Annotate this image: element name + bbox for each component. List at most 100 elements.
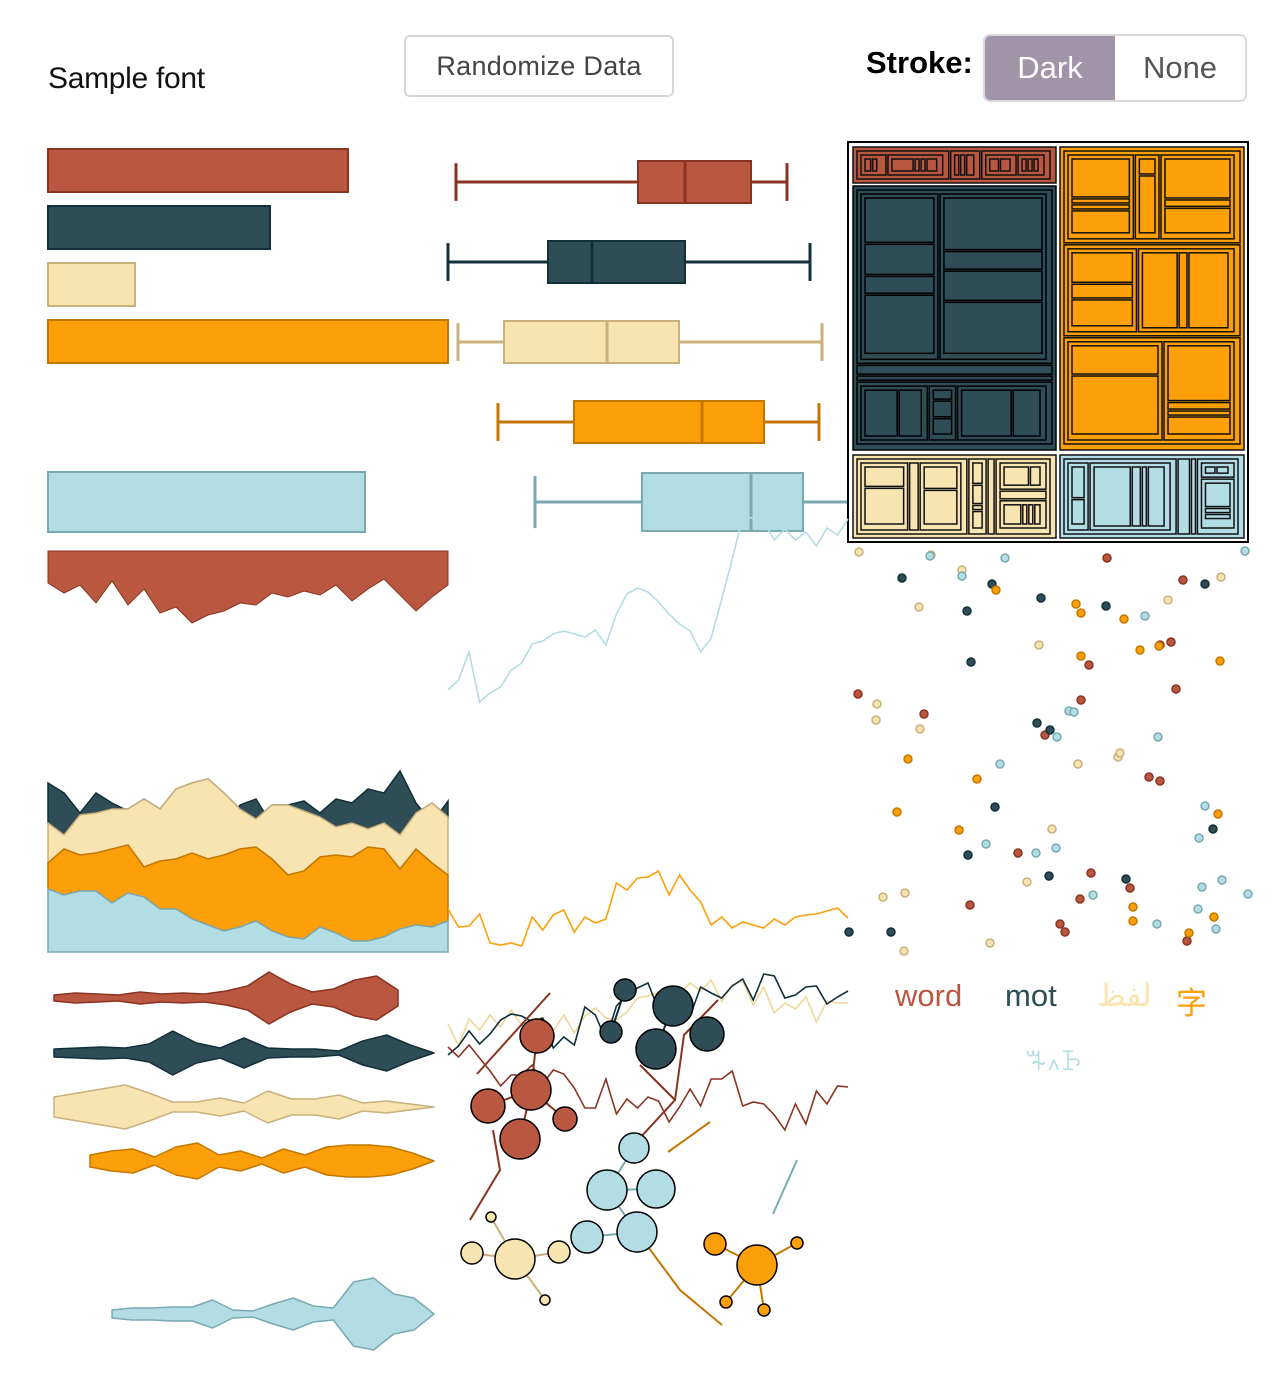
scatter-point-slate	[897, 573, 907, 583]
sample-font-label: Sample font	[48, 62, 205, 95]
treemap-cell-orange	[1138, 175, 1156, 234]
word-slate: mot	[1005, 978, 1057, 1013]
scatter-point-lightblue	[1051, 843, 1061, 853]
scatter-point-lightblue	[1211, 924, 1221, 934]
network-node-cream	[460, 1241, 484, 1265]
scatter-point-red	[1125, 883, 1135, 893]
network-node-lightblue	[616, 1211, 658, 1253]
scatter-plot	[844, 546, 1253, 956]
scatter-point-red	[1155, 776, 1165, 786]
scatter-point-cream	[900, 888, 910, 898]
treemap-cell-lightblue	[1177, 458, 1191, 535]
treemap-cell-orange	[1167, 345, 1231, 402]
treemap-cell-lightblue	[1204, 507, 1231, 514]
bar-chart	[47, 148, 449, 533]
treemap-cell-lightblue	[1141, 466, 1148, 527]
stroke-option-dark[interactable]: Dark	[985, 36, 1115, 100]
treemap-cell-cream	[972, 510, 983, 529]
box-plot	[446, 160, 848, 532]
network-node-cream	[547, 1240, 571, 1264]
treemap-cell-lightblue	[1071, 466, 1085, 499]
treemap-cell-red	[959, 154, 966, 176]
network-node-cream	[539, 1294, 551, 1306]
word-orange: 字	[1176, 986, 1207, 1021]
box-cream	[503, 320, 680, 364]
scatter-point-slate	[1045, 725, 1055, 735]
treemap-cell-orange	[1071, 375, 1159, 435]
stroke-option-none[interactable]: None	[1115, 36, 1245, 100]
network-node-slate	[689, 1016, 725, 1052]
scatter-point-orange	[1076, 651, 1086, 661]
network-graph	[460, 978, 804, 1326]
treemap-cell-slate	[864, 243, 935, 276]
treemap-cell-red	[1027, 158, 1033, 172]
scatter-point-cream	[985, 938, 995, 948]
network-node-orange	[719, 1295, 733, 1309]
scatter-point-orange	[903, 754, 913, 764]
scatter-point-lightblue	[1153, 732, 1163, 742]
scatter-point-lightblue	[1152, 919, 1162, 929]
treemap-cell-orange	[1071, 299, 1134, 327]
network-node-slate	[599, 1020, 623, 1044]
randomize-data-button[interactable]: Randomize Data	[404, 35, 674, 97]
treemap-cell-slate	[856, 364, 1053, 375]
box-lightblue	[641, 472, 804, 532]
treemap-cell-cream	[864, 466, 905, 488]
treemap-cell-cream	[987, 458, 995, 535]
treemap-cell-red	[864, 158, 872, 172]
scatter-point-red	[1166, 637, 1176, 647]
area-red	[47, 550, 449, 624]
treemap-cell-red	[989, 158, 1000, 172]
scatter-point-slate	[1036, 593, 1046, 603]
scatter-point-lightblue	[995, 759, 1005, 769]
scatter-point-slate	[1044, 871, 1054, 881]
scatter-point-orange	[1128, 916, 1138, 926]
scatter-point-lightblue	[957, 571, 967, 581]
violin-cream	[53, 1084, 435, 1130]
scatter-point-cream	[872, 699, 882, 709]
scatter-point-red	[1060, 927, 1070, 937]
bar-red	[47, 148, 349, 193]
line-slate	[447, 973, 849, 1056]
scatter-point-red	[919, 709, 929, 719]
network-node-lightblue	[618, 1132, 650, 1164]
treemap-cell-orange	[1071, 204, 1131, 210]
scatter-point-red	[1055, 919, 1065, 929]
treemap-cell-orange	[1138, 158, 1156, 175]
scatter-point-slate	[1208, 824, 1218, 834]
treemap-cell-cream	[864, 487, 905, 525]
word-red: word	[895, 978, 963, 1013]
treemap-cell-orange	[1071, 158, 1131, 198]
scatter-point-red	[1086, 868, 1096, 878]
treemap-cell-red	[914, 158, 920, 172]
treemap-cell-cream	[972, 484, 983, 505]
scatter-point-lightblue	[1243, 889, 1253, 899]
treemap-cell-cream	[972, 462, 983, 485]
scatter-point-red	[1182, 936, 1192, 946]
scatter-point-lightblue	[925, 551, 935, 561]
treemap-cell-red	[926, 158, 938, 172]
treemap-cell-red	[920, 158, 926, 172]
treemap-cell-orange	[1071, 198, 1131, 204]
treemap-cell-cream	[1028, 504, 1034, 525]
treemap-cell-lightblue	[1093, 466, 1131, 527]
line-orange	[447, 869, 849, 947]
scatter-point-orange	[1215, 656, 1225, 666]
treemap-cell-cream	[1003, 504, 1022, 525]
scatter-point-cream	[1047, 824, 1057, 834]
treemap-cell-red	[1033, 158, 1039, 172]
scatter-point-lightblue	[1240, 546, 1250, 556]
scatter-point-orange	[1128, 902, 1138, 912]
stroke-toggle[interactable]: Dark None	[983, 34, 1247, 102]
network-node-orange	[757, 1303, 771, 1317]
violin-plot	[53, 971, 435, 1351]
treemap-cell-orange	[1188, 252, 1229, 329]
network-edge-orange	[667, 1121, 711, 1153]
network-edge-red	[476, 992, 551, 1075]
scatter-point-lightblue	[1140, 611, 1150, 621]
treemap-cell-slate	[932, 417, 953, 435]
treemap-cell-slate	[856, 375, 1053, 381]
network-node-slate	[613, 978, 637, 1002]
scatter-point-orange	[954, 825, 964, 835]
